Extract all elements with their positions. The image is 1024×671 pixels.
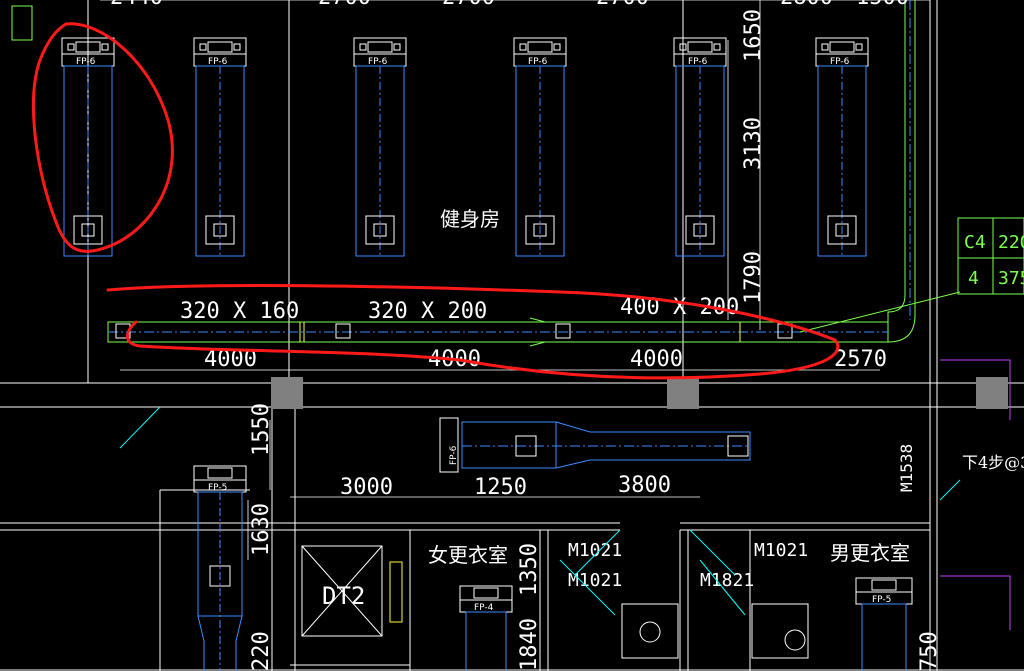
- dimension-text: 3000: [340, 475, 393, 500]
- unit-label: FP-6: [76, 57, 96, 67]
- duct-size-label: 400 X 200: [620, 295, 739, 320]
- dimension-text: 2440: [110, 0, 163, 10]
- red-markup-annotation: [31, 22, 840, 380]
- unit-label: FP-6: [528, 57, 548, 67]
- dimension-text: 2800: [780, 0, 833, 10]
- elevator-label: DT2: [322, 582, 365, 610]
- room-label-male-locker: 男更衣室: [830, 541, 910, 565]
- door-swings: [119, 406, 961, 616]
- fan-coil-unit: FP-6: [673, 37, 727, 257]
- fan-coil-unit: FP-4: [459, 585, 513, 671]
- table-cell: 375: [998, 268, 1024, 289]
- unit-label: FP-4: [474, 603, 494, 613]
- unit-label: FP-5: [208, 483, 227, 493]
- dimension-text: 3130: [741, 117, 766, 170]
- dimension-text: 1550: [249, 403, 274, 456]
- dimension-text: 1250: [474, 475, 527, 500]
- dimension-text: 2700: [318, 0, 371, 10]
- fan-coil-unit: FP-6: [353, 37, 407, 257]
- door-label: M1021: [754, 540, 808, 561]
- unit-label-vertical: FP-6: [449, 445, 459, 465]
- legend-table: C4 220 4 375: [957, 217, 1024, 295]
- dimension-lines: [100, 0, 930, 671]
- table-cell: 4: [968, 268, 979, 289]
- door-label: M1021: [568, 570, 622, 591]
- dimension-text: 1840: [517, 618, 542, 671]
- fan-coil-unit: FP-6: [815, 37, 869, 257]
- fan-coil-unit: FP-5: [855, 577, 913, 671]
- room-label-female-locker: 女更衣室: [428, 543, 508, 567]
- unit-label: FP-6: [688, 57, 708, 67]
- fan-coil-unit: FP-6: [513, 37, 567, 257]
- unit-label: FP-6: [368, 57, 388, 67]
- stair-note: 下4步@3: [962, 453, 1024, 472]
- door-label: M1021: [568, 540, 622, 561]
- dimension-text: 1790: [741, 251, 766, 304]
- room-label-gym: 健身房: [440, 207, 500, 231]
- fan-coil-unit: FP-6: [61, 37, 115, 257]
- fan-coil-unit: FP-6: [193, 37, 247, 257]
- fp6-unit-group: FP-6 FP-6 FP-6: [61, 37, 869, 257]
- dimension-text: 2570: [834, 347, 887, 372]
- dimension-text: 220: [249, 631, 274, 671]
- duct-size-label: 320 X 160: [180, 299, 299, 324]
- door-label: M1538: [897, 444, 916, 492]
- sink-fixtures: [621, 603, 809, 659]
- dimension-text: 2700: [442, 0, 495, 10]
- corner-symbol: [11, 5, 33, 41]
- dimension-text: 1500: [856, 0, 909, 10]
- dimension-text: 1650: [741, 9, 766, 62]
- structural-columns: [271, 377, 1008, 409]
- dimension-text: 1350: [517, 543, 542, 596]
- fan-coil-unit: FP-5: [193, 465, 247, 671]
- duct-size-label: 320 X 200: [368, 299, 487, 324]
- table-cell: 220: [998, 232, 1024, 253]
- dimension-text: 1630: [249, 503, 274, 556]
- dimension-text: 750: [917, 631, 942, 671]
- magenta-outline: [940, 359, 1011, 630]
- elevator-shaft: DT2: [301, 545, 403, 637]
- dimension-text: 3800: [618, 473, 671, 498]
- main-duct: [107, 0, 961, 347]
- corridor-unit: FP-6: [439, 417, 751, 473]
- unit-label: FP-6: [830, 57, 850, 67]
- door-label: M1821: [700, 570, 754, 591]
- dimension-text: 4000: [630, 347, 683, 372]
- dimension-text: 2700: [596, 0, 649, 10]
- table-cell: C4: [964, 232, 986, 253]
- unit-label: FP-6: [208, 57, 228, 67]
- unit-label: FP-5: [872, 595, 891, 605]
